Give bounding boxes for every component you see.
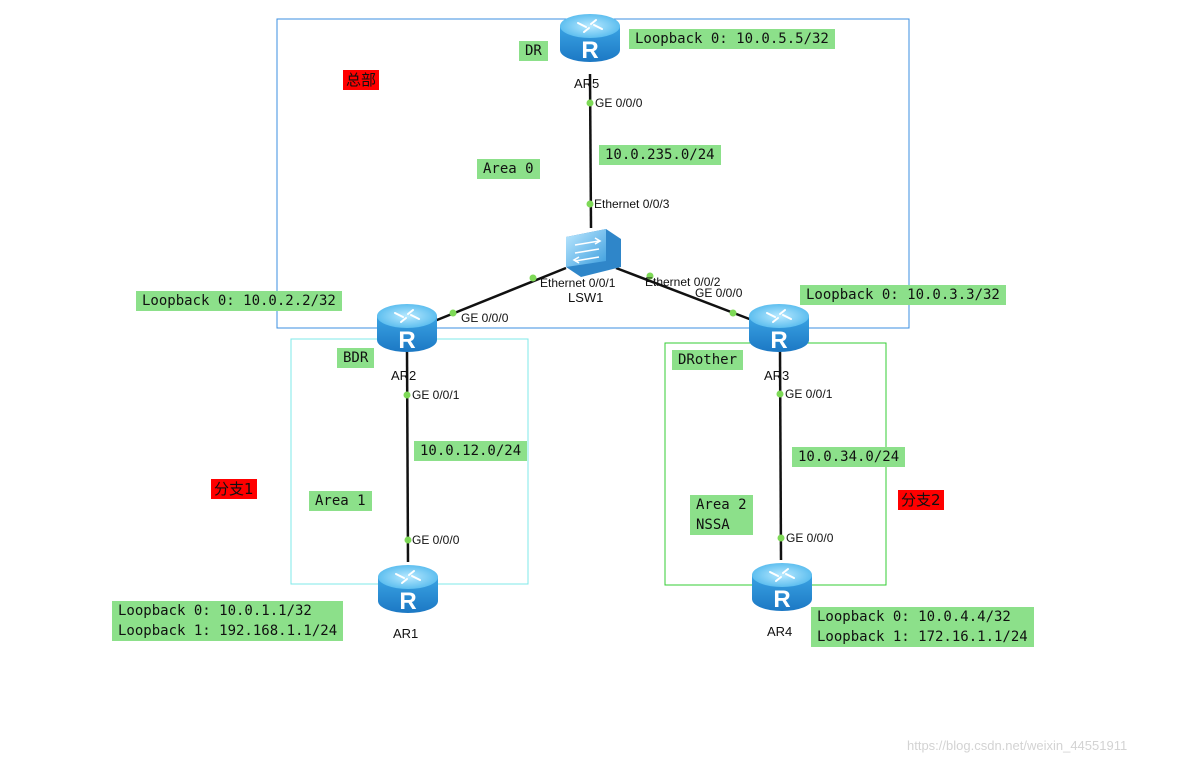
ar4-loopback1: Loopback 1: 172.16.1.1/24 xyxy=(817,629,1028,645)
port-lsw1-eth001: Ethernet 0/0/1 xyxy=(540,276,616,290)
port-ar4-ge000: GE 0/0/0 xyxy=(786,531,834,545)
port-dot xyxy=(403,391,411,399)
ar1-loopback-label: Loopback 0: 10.0.1.1/32 Loopback 1: 192.… xyxy=(112,601,344,641)
port-dot xyxy=(586,200,594,208)
port-ar1-ge000: GE 0/0/0 xyxy=(412,533,460,547)
port-ar3-ge001: GE 0/0/1 xyxy=(785,387,833,401)
port-dot xyxy=(529,274,537,282)
port-ar3-ge000: GE 0/0/0 xyxy=(695,286,743,300)
device-name-ar1: AR1 xyxy=(393,626,419,641)
router-ar2-icon xyxy=(376,303,438,355)
switch-lsw1-icon xyxy=(566,229,621,277)
area2-line2: NSSA xyxy=(696,517,730,533)
router-ar5-icon xyxy=(559,13,621,65)
ar3-role-label: DRother xyxy=(672,350,744,370)
port-dot xyxy=(777,534,785,542)
ar1-loopback0: Loopback 0: 10.0.1.1/32 xyxy=(118,603,312,619)
device-name-ar3: AR3 xyxy=(764,368,790,383)
router-ar3-icon xyxy=(748,303,810,355)
area2-line1: Area 2 xyxy=(696,497,747,513)
link-ar3-ar4 xyxy=(778,349,783,561)
ar4-loopback-label: Loopback 0: 10.0.4.4/32 Loopback 1: 172.… xyxy=(811,607,1034,647)
port-ar2-ge000: GE 0/0/0 xyxy=(461,311,509,325)
link-lsw1-ar3 xyxy=(615,266,753,322)
ar1-loopback1: Loopback 1: 192.168.1.1/24 xyxy=(118,623,338,639)
area2-label: Area 2 NSSA xyxy=(690,495,753,535)
port-dot xyxy=(776,390,784,398)
ar2-loopback0-label: Loopback 0: 10.0.2.2/32 xyxy=(136,291,342,311)
network-12-label: 10.0.12.0/24 xyxy=(414,441,528,461)
device-name-ar5: AR5 xyxy=(574,76,600,91)
branch2-tag: 分支2 xyxy=(898,490,944,510)
watermark: https://blog.csdn.net/weixin_44551911 xyxy=(907,738,1128,753)
ar2-role-label: BDR xyxy=(337,348,375,368)
ar5-loopback0-label: Loopback 0: 10.0.5.5/32 xyxy=(629,29,835,49)
area0-label: Area 0 xyxy=(477,159,540,179)
router-ar4-icon xyxy=(751,562,813,614)
port-dot xyxy=(404,536,412,544)
hq-tag: 总部 xyxy=(343,70,380,90)
device-name-lsw1: LSW1 xyxy=(568,290,604,305)
area1-label: Area 1 xyxy=(309,491,372,511)
device-name-ar2: AR2 xyxy=(391,368,417,383)
port-dot xyxy=(586,99,594,107)
network-235-label: 10.0.235.0/24 xyxy=(599,145,721,165)
router-ar1-icon xyxy=(377,564,439,616)
port-lsw1-eth003: Ethernet 0/0/3 xyxy=(594,197,670,211)
port-dot xyxy=(449,309,457,317)
port-ar2-ge001: GE 0/0/1 xyxy=(412,388,460,402)
branch1-tag: 分支1 xyxy=(211,479,257,499)
port-dot xyxy=(646,272,654,280)
ar4-loopback0: Loopback 0: 10.0.4.4/32 xyxy=(817,609,1011,625)
port-lsw1-eth002: Ethernet 0/0/2 xyxy=(645,275,721,289)
port-ar5-ge000: GE 0/0/0 xyxy=(595,96,643,110)
ar5-role-label: DR xyxy=(519,41,548,61)
link-ar2-ar1 xyxy=(405,349,410,563)
ar3-loopback0-label: Loopback 0: 10.0.3.3/32 xyxy=(800,285,1006,305)
port-dot xyxy=(729,309,737,317)
network-34-label: 10.0.34.0/24 xyxy=(792,447,906,467)
device-name-ar4: AR4 xyxy=(767,624,793,639)
